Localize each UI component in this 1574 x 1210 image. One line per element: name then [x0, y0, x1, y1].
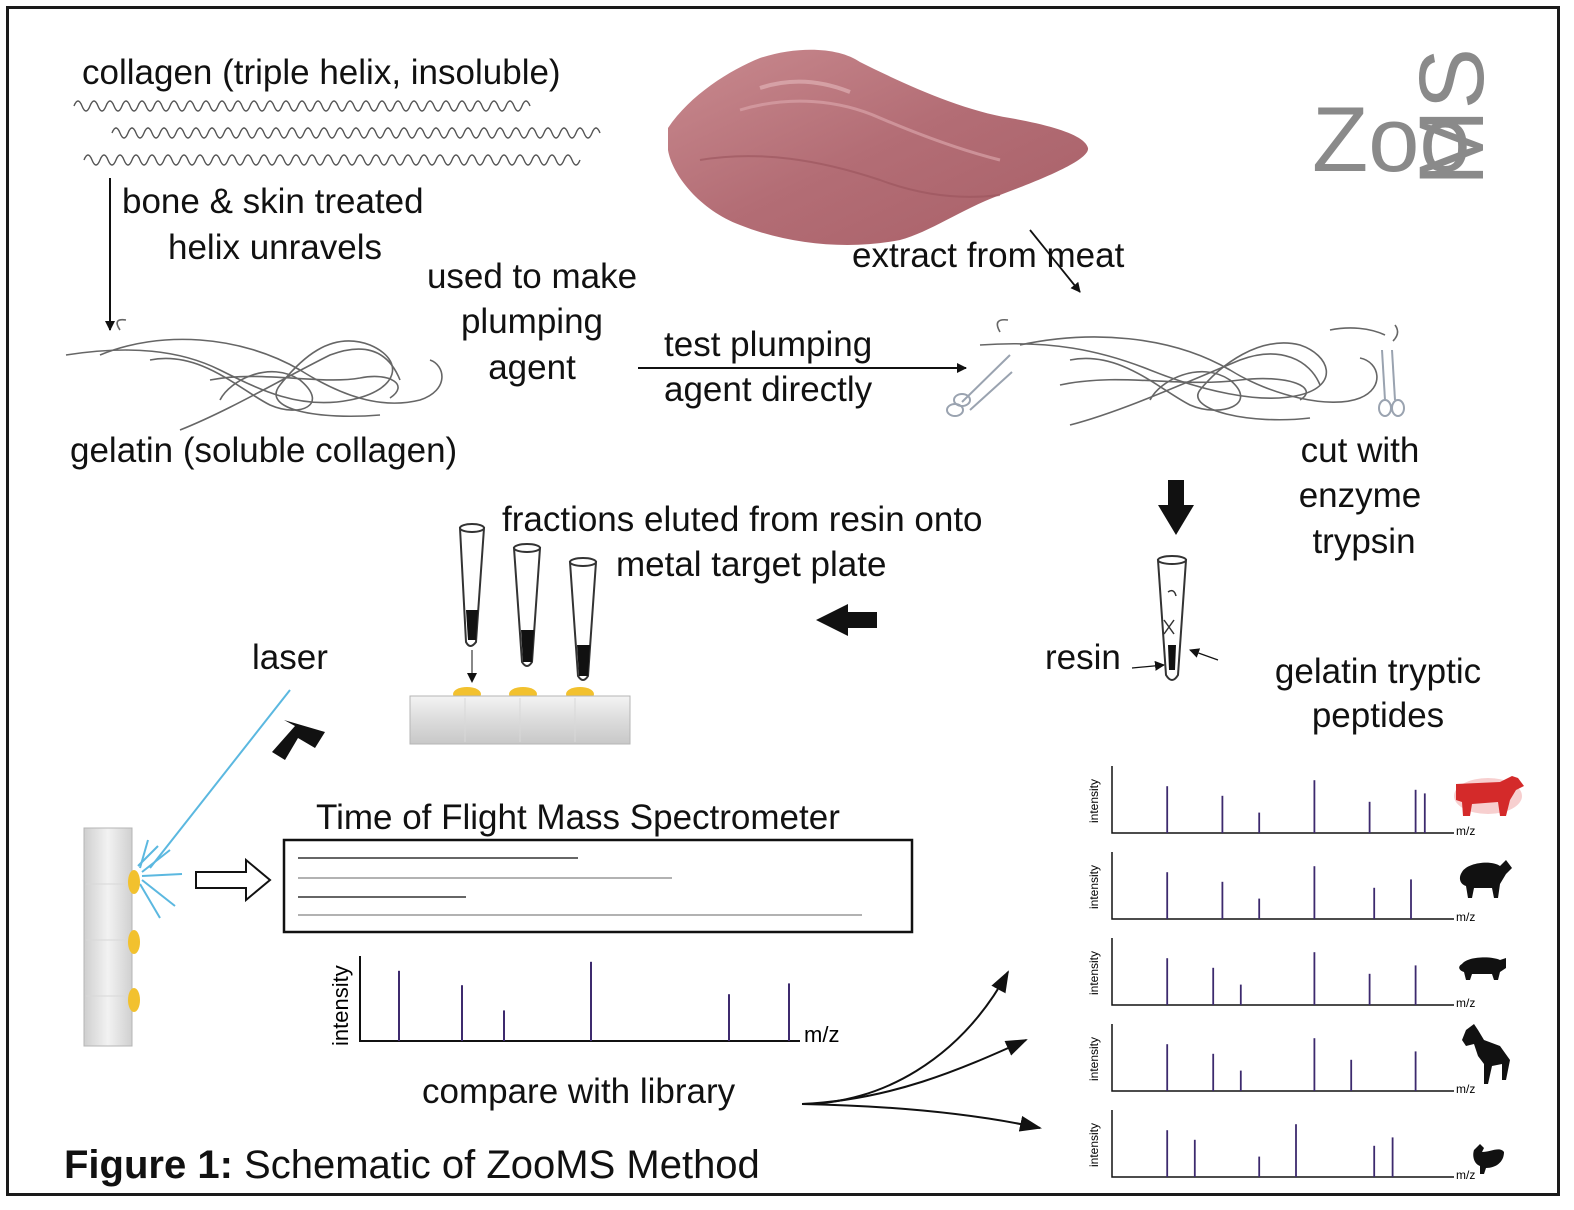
library-spectrum-cow: intensity m/z — [1087, 766, 1475, 838]
spectrum-axis — [1111, 938, 1454, 1006]
library-ylabel: intensity — [1087, 951, 1101, 995]
spectrum-axis — [1111, 852, 1454, 920]
library-xlabel: m/z — [1456, 1168, 1475, 1182]
test-tube-icon — [568, 557, 598, 681]
label-bone-skin-2: helix unravels — [168, 228, 382, 267]
test-tube-icon — [512, 543, 542, 667]
gelatin-tangle-right — [979, 318, 1399, 426]
library-spectrum-horse: intensity m/z — [1087, 1024, 1475, 1096]
laser-sparks — [137, 839, 183, 919]
horse-icon — [1462, 1024, 1510, 1084]
spectrum-axis — [1111, 1110, 1454, 1178]
big-arrow-left — [816, 604, 877, 636]
spectrometer-box — [282, 838, 914, 934]
label-used-to-make-1: used to make — [426, 257, 638, 296]
meat-image — [668, 49, 1089, 245]
label-resin: resin — [1045, 638, 1121, 677]
label-test-2: agent directly — [664, 370, 873, 409]
library-spectrum-sheep: intensity m/z — [1087, 852, 1475, 924]
target-plate-vertical — [83, 827, 140, 1047]
extract-arrow — [1029, 229, 1081, 293]
pig-icon — [1459, 957, 1506, 980]
library-spectra: intensitym/zintensitym/zintensitym/zinte… — [1087, 766, 1475, 1182]
label-test-1: test plumping — [664, 325, 873, 364]
label-collagen: collagen (triple helix, insoluble) — [82, 53, 561, 92]
label-tof: Time of Flight Mass Spectrometer — [316, 798, 840, 837]
hollow-arrow — [195, 857, 272, 903]
label-cut-1: cut with — [1300, 431, 1420, 470]
label-gelatin: gelatin (soluble collagen) — [70, 431, 458, 470]
label-tryptic-2: peptides — [1311, 696, 1445, 735]
label-fractions-1: fractions eluted from resin onto — [502, 500, 983, 539]
label-bone-skin-1: bone & skin treated — [122, 182, 424, 221]
big-arrow-down — [1158, 480, 1194, 535]
zooms-logo-zoo: Zoo — [1312, 89, 1471, 191]
label-laser: laser — [252, 638, 328, 677]
chicken-icon — [1473, 1144, 1504, 1174]
sheep-icon — [1459, 860, 1512, 898]
label-cut-2: enzyme — [1298, 476, 1422, 515]
figure-frame — [6, 6, 1560, 1196]
spectrum-axis — [1111, 1024, 1454, 1092]
big-arrow-diagonal — [272, 720, 325, 760]
library-spectrum-chicken: intensity m/z — [1087, 1110, 1475, 1182]
collagen-helix — [73, 100, 601, 166]
label-tryptic-1: gelatin tryptic — [1274, 652, 1482, 691]
resin-arrow — [1131, 660, 1165, 671]
main-spectrum: intensity m/z — [328, 956, 839, 1047]
scissors-icon — [1378, 349, 1405, 417]
test-tube-icon — [458, 523, 486, 683]
test-tube-icon — [1156, 555, 1188, 681]
library-spectrum-pig: intensity m/z — [1087, 938, 1475, 1010]
library-ylabel: intensity — [1087, 1037, 1101, 1081]
zooms-logo-ms: MS — [1401, 48, 1503, 186]
resin-arrow — [1189, 648, 1219, 661]
target-plate — [409, 687, 631, 745]
gelatin-tangle-left — [65, 318, 443, 431]
label-used-to-make-2: plumping — [460, 302, 604, 341]
caption-rest: Schematic of ZooMS Method — [232, 1143, 760, 1187]
library-ylabel: intensity — [1087, 1123, 1101, 1167]
cow-icon — [1454, 776, 1524, 816]
label-fractions-2: metal target plate — [616, 545, 887, 584]
main-spectrum-ylabel: intensity — [328, 965, 353, 1046]
label-compare: compare with library — [422, 1072, 736, 1111]
library-ylabel: intensity — [1087, 779, 1101, 823]
main-spectrum-xlabel: m/z — [804, 1022, 839, 1047]
library-xlabel: m/z — [1456, 996, 1475, 1010]
scissors-icon — [946, 354, 1013, 417]
library-ylabel: intensity — [1087, 865, 1101, 909]
library-xlabel: m/z — [1456, 824, 1475, 838]
compare-arrows — [801, 970, 1042, 1132]
label-cut-3: trypsin — [1312, 522, 1416, 561]
library-xlabel: m/z — [1456, 910, 1475, 924]
spectrum-axis — [1111, 766, 1454, 834]
caption-bold: Figure 1: — [64, 1143, 233, 1187]
label-used-to-make-3: agent — [488, 348, 576, 387]
laser-beam — [149, 689, 291, 869]
label-extract: extract from meat — [852, 236, 1125, 275]
figure-caption: Figure 1: Schematic of ZooMS Method — [64, 1140, 760, 1190]
library-xlabel: m/z — [1456, 1082, 1475, 1096]
